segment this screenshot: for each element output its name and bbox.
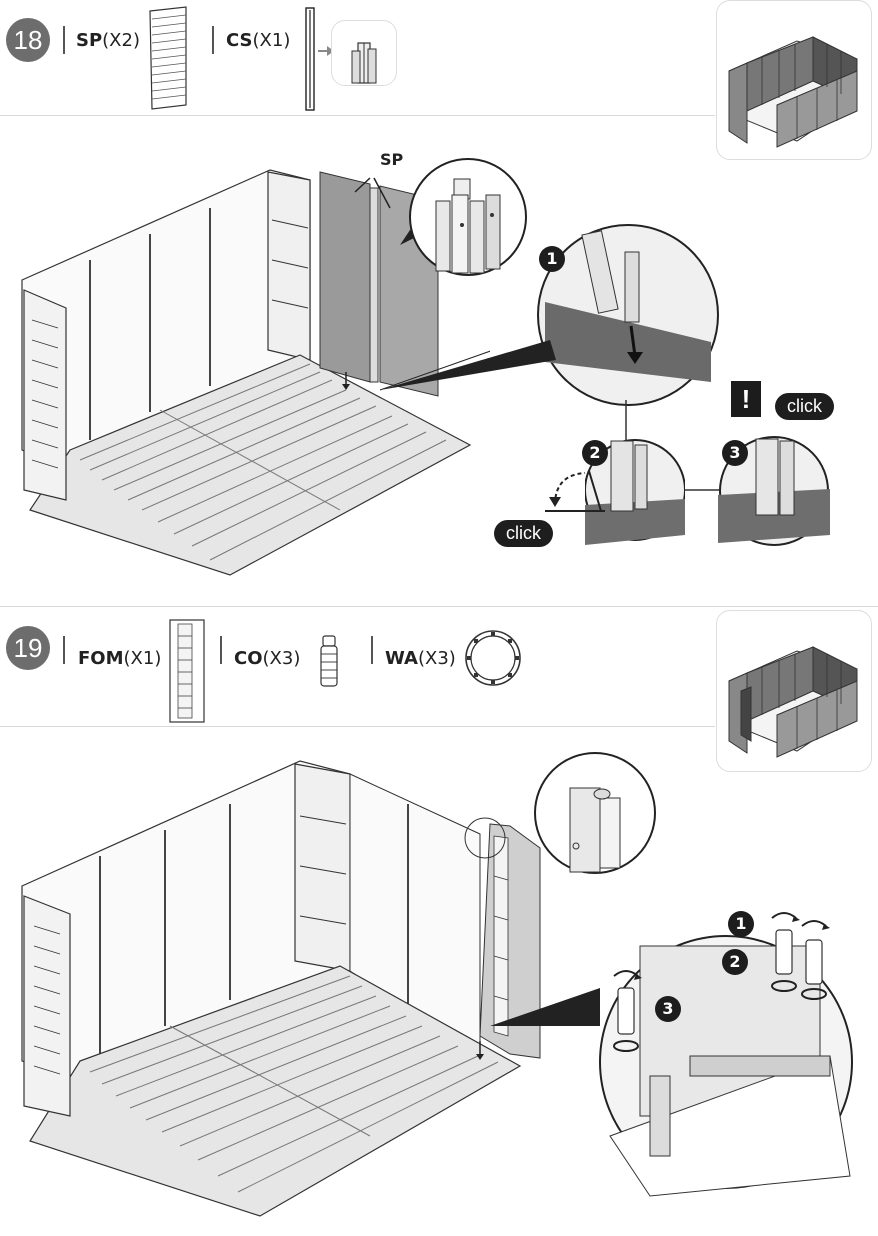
fastener-detail-zoom bbox=[490, 912, 853, 1197]
callout-pointer bbox=[380, 340, 556, 390]
top-corner-zoom bbox=[534, 752, 656, 874]
connector-line bbox=[625, 400, 627, 440]
rotation-arrow-icon bbox=[545, 470, 605, 512]
header-divider bbox=[0, 726, 715, 727]
arrow-right-icon bbox=[318, 46, 334, 56]
sp-pointer-label: SP bbox=[380, 150, 404, 169]
sp-panel-icon bbox=[149, 6, 187, 110]
shed-progress-icon bbox=[728, 36, 858, 148]
connector-line bbox=[685, 489, 721, 491]
separator bbox=[63, 636, 65, 664]
part-code: CO bbox=[234, 648, 263, 669]
separator bbox=[371, 636, 373, 664]
part-code: FOM bbox=[78, 648, 124, 669]
cs-detail-box bbox=[331, 20, 397, 86]
step-19: 19 FOM(X1) CO(X3) WA(X3) bbox=[0, 606, 878, 1227]
part-qty: (X1) bbox=[123, 648, 162, 669]
part-qty: (X1) bbox=[252, 30, 291, 51]
click-bubble-2: click bbox=[494, 520, 553, 547]
part-co-label: CO(X3) bbox=[234, 648, 300, 669]
callout-2-badge: 2 bbox=[722, 949, 748, 975]
part-qty: (X2) bbox=[102, 30, 140, 51]
wa-washer-icon bbox=[465, 630, 521, 686]
part-cs-label: CS(X1) bbox=[226, 30, 290, 51]
callout-3-zoom bbox=[718, 436, 830, 546]
click-bubble-3: click bbox=[775, 393, 834, 420]
part-sp-label: SP(X2) bbox=[76, 30, 140, 51]
separator bbox=[212, 26, 214, 54]
callout-1-badge: 1 bbox=[728, 911, 754, 937]
cs-detail-icon bbox=[351, 42, 377, 84]
callout-1-badge: 1 bbox=[539, 246, 565, 272]
shed-progress-thumbnail bbox=[716, 610, 872, 772]
callout-3-badge: 3 bbox=[722, 440, 748, 466]
step-18: 18 SP(X2) CS(X1) bbox=[0, 0, 878, 600]
part-qty: (X3) bbox=[417, 648, 456, 669]
fom-panel-icon bbox=[169, 619, 205, 723]
profile-join-zoom bbox=[400, 158, 527, 276]
shed-progress-icon bbox=[728, 646, 858, 758]
co-fastener-icon bbox=[320, 635, 338, 687]
part-code: WA bbox=[385, 648, 418, 669]
part-wa-label: WA(X3) bbox=[385, 648, 456, 669]
callout-2-zoom bbox=[585, 439, 685, 545]
part-code: SP bbox=[76, 30, 103, 51]
separator bbox=[220, 636, 222, 664]
part-qty: (X3) bbox=[262, 648, 301, 669]
shed-progress-thumbnail bbox=[716, 0, 872, 160]
step-divider bbox=[0, 606, 878, 607]
part-fom-label: FOM(X1) bbox=[78, 648, 161, 669]
warning-icon: ! bbox=[731, 381, 761, 417]
callout-2-badge: 2 bbox=[582, 440, 608, 466]
step-number-badge: 18 bbox=[6, 18, 50, 62]
callout-3-badge: 3 bbox=[655, 996, 681, 1022]
header-divider bbox=[0, 115, 715, 116]
part-code: CS bbox=[226, 30, 253, 51]
separator bbox=[63, 26, 65, 54]
step-19-shed-illustration bbox=[21, 760, 541, 1217]
callout-1-zoom bbox=[537, 224, 719, 406]
step-number-badge: 19 bbox=[6, 626, 50, 670]
cs-profile-icon bbox=[305, 7, 315, 111]
